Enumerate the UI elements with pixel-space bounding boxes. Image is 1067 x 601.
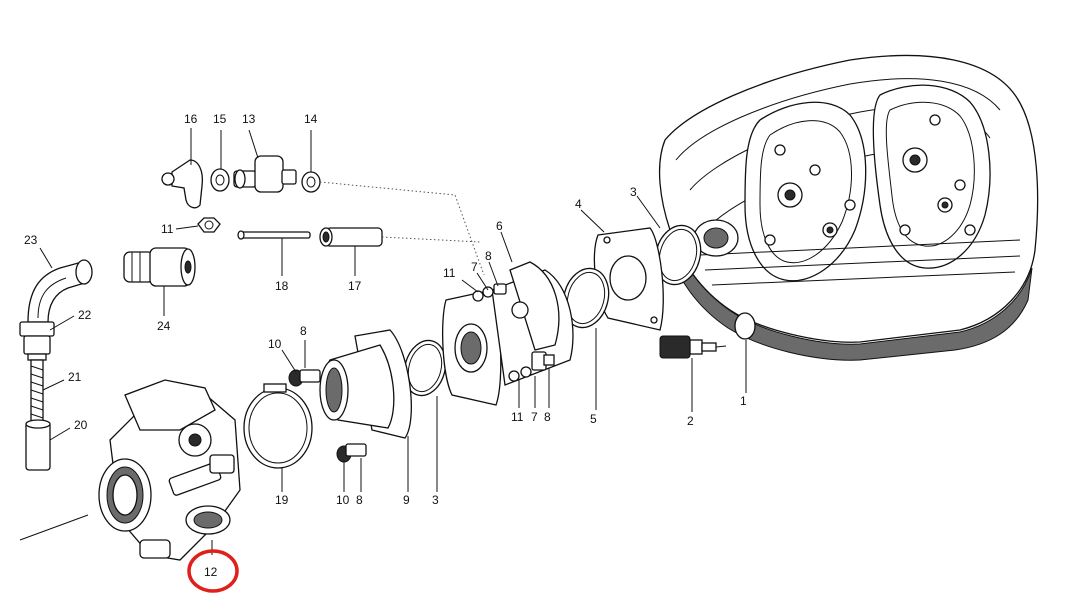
callout-8: 8 [544,410,551,424]
elbow-hose-part-23 [27,259,93,323]
gasket-plate-part-4 [593,227,664,331]
callout-10: 10 [336,493,350,507]
callout-labels: 1 2 3 3 4 5 6 7 7 8 8 8 8 9 10 10 11 11 … [24,112,747,579]
threaded-rod-part-21 [30,359,44,423]
callout-8: 8 [300,324,307,338]
callout-3: 3 [630,185,637,199]
callout-20: 20 [74,418,88,432]
bolt-set-upper [472,283,507,302]
callout-5: 5 [590,412,597,426]
intake-boot-part-9 [319,329,412,439]
cylinder-head [658,54,1039,361]
callout-11: 11 [161,222,174,236]
callout-7: 7 [471,260,478,274]
fuel-injector-part-13 [233,155,297,193]
callout-16: 16 [184,112,198,126]
cylinder-part-20 [25,419,51,471]
o-ring-part-1 [734,312,756,340]
throttle-body-part-12 [19,379,241,561]
bracket-part-16 [161,159,204,209]
hose-clamp-part-19 [243,383,313,469]
callout-24: 24 [157,319,171,333]
o-ring-part-5 [562,267,610,329]
leader-lines [39,128,747,555]
sleeve-part-17 [319,227,481,247]
callout-13: 13 [242,112,256,126]
screw-part-10-upper [288,369,321,387]
callout-7: 7 [531,410,538,424]
callout-23: 23 [24,233,38,247]
callout-14: 14 [304,112,318,126]
callout-21: 21 [68,370,82,384]
callout-11: 11 [511,410,524,424]
temperature-sensor-part-2 [659,335,727,359]
callout-3: 3 [432,493,439,507]
callout-18: 18 [275,279,289,293]
callout-15: 15 [213,112,227,126]
callout-9: 9 [403,493,410,507]
highlight-circle-part-12 [187,549,239,593]
intake-manifold-part-6 [441,261,574,406]
callout-1: 1 [740,394,747,408]
callout-8: 8 [485,249,492,263]
washer-part-15 [210,168,230,192]
callout-6: 6 [496,219,503,233]
callout-10: 10 [268,337,282,351]
bolt-set-lower [508,351,555,382]
callout-17: 17 [348,279,362,293]
grommet-part-24 [123,247,196,287]
rod-part-18 [237,230,311,240]
callout-4: 4 [575,197,582,211]
callout-2: 2 [687,414,694,428]
callout-19: 19 [275,493,289,507]
screw-part-10-lower [336,443,367,463]
washer-part-14 [301,171,321,193]
fitting-part-22 [19,321,55,361]
nut-part-11-upper [197,217,221,233]
callout-22: 22 [78,308,92,322]
callout-12: 12 [204,565,218,579]
callout-8: 8 [356,493,363,507]
callout-11: 11 [443,266,456,280]
